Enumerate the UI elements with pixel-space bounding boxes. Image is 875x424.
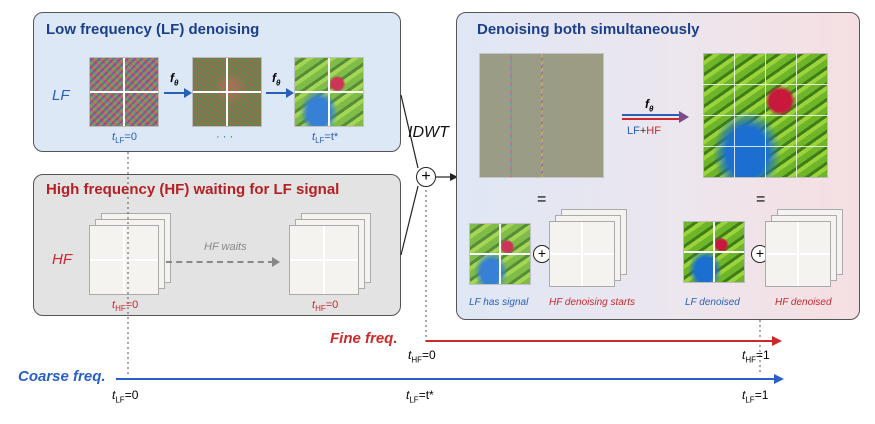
hf-panel: High frequency (HF) waiting for LF signa… (33, 174, 401, 316)
hf-wait-arrow (166, 261, 274, 263)
both-arrowhead (679, 111, 689, 123)
both-arrow-red (622, 118, 680, 120)
lf-has-signal-label: LF has signal (469, 297, 529, 308)
hf-denoised-label: HF denoised (775, 297, 832, 308)
lf-f-theta-2: fθ (272, 71, 281, 88)
both-clean-grid (703, 53, 828, 178)
coarse-tick-0: tLF=0 (112, 388, 139, 405)
lf-arrowhead-1 (184, 88, 192, 98)
both-panel-title: Denoising both simultaneously (477, 21, 700, 38)
coarse-axis-line (116, 378, 776, 380)
coarse-tick-2: tLF=1 (742, 388, 769, 405)
hf-waits-label: HF waits (204, 241, 247, 253)
lf-denoised-image (683, 221, 745, 283)
both-eq-1: = (537, 191, 547, 208)
hf-denoised-stack (765, 209, 847, 289)
lf-panel: Low frequency (LF) denoising LF fθ fθ tL… (33, 12, 401, 152)
hf-noisy-stack (89, 213, 171, 295)
lf-t-end: tLF=t* (312, 131, 339, 146)
hf-wait-stack (289, 213, 371, 295)
fine-tick-1: tHF=1 (742, 348, 770, 365)
lf-dots: · · · (216, 131, 234, 143)
both-eq-2: = (756, 191, 766, 208)
lf-panel-title: Low frequency (LF) denoising (46, 21, 260, 38)
lf-has-signal-image (469, 223, 531, 285)
lf-arrow-2 (266, 92, 288, 94)
hf-starts-label: HF denoising starts (549, 297, 635, 308)
hf-t-end: tHF=0 (312, 299, 339, 314)
fine-axis-label: Fine freq. (330, 330, 398, 347)
lf-clean-image (294, 57, 364, 127)
both-noisy-image (479, 53, 604, 178)
hf-starts-stack (549, 209, 631, 289)
coarse-axis-label: Coarse freq. (18, 368, 106, 385)
coarse-tick-1: tLF=t* (406, 388, 434, 405)
both-arrow-blue (622, 114, 680, 116)
lf-arrowhead-2 (286, 88, 294, 98)
hf-panel-title: High frequency (HF) waiting for LF signa… (46, 181, 340, 198)
lf-arrow-1 (164, 92, 186, 94)
lf-f-theta-1: fθ (170, 71, 179, 88)
hf-wait-arrowhead (272, 257, 280, 267)
hf-row-label: HF (52, 251, 72, 268)
coarse-axis-arrowhead (774, 374, 784, 384)
lf-noisy-image (89, 57, 159, 127)
hf-t-start: tHF=0 (112, 299, 139, 314)
lf-denoised-label: LF denoised (685, 297, 740, 308)
fine-tick-0: tHF=0 (408, 348, 436, 365)
idwt-label: IDWT (408, 124, 449, 141)
fine-axis-line (426, 340, 774, 342)
fine-axis-arrowhead (772, 336, 782, 346)
idwt-plus-icon: + (416, 167, 436, 187)
both-panel: Denoising both simultaneously fθ LF+HF =… (456, 12, 860, 320)
both-lf-hf-label: LF+HF (627, 125, 661, 137)
lf-mid-image (192, 57, 262, 127)
lf-row-label: LF (52, 87, 70, 104)
lf-t-start: tLF=0 (112, 131, 137, 146)
both-f-theta: fθ (645, 97, 654, 114)
